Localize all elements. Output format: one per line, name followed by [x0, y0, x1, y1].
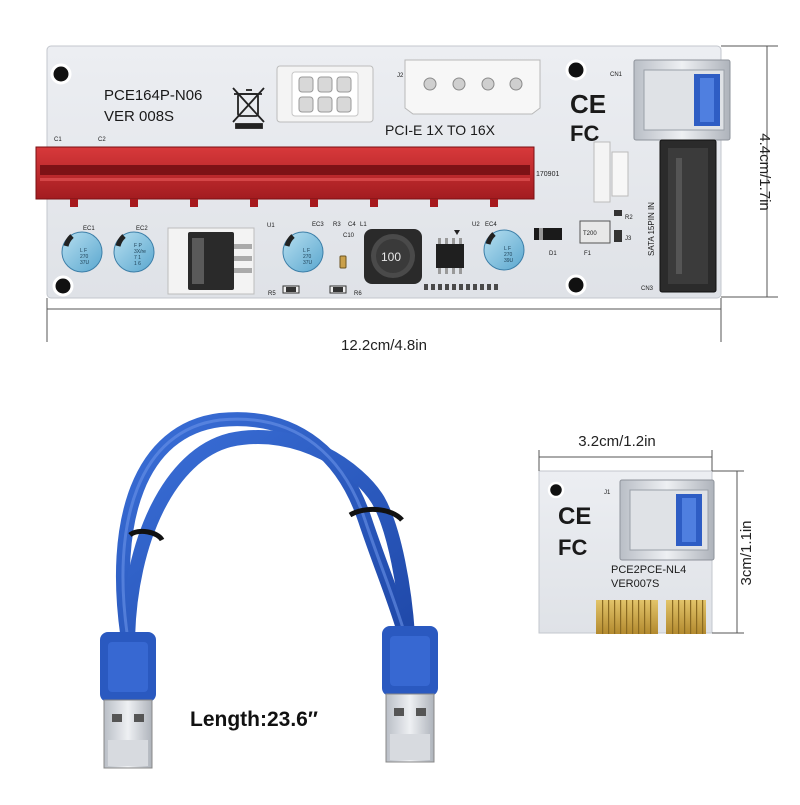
- cable-tie: [128, 528, 165, 542]
- weee-bin-icon: [232, 87, 265, 129]
- pcie-16x-slot: 170901: [35, 146, 559, 207]
- inductor-value: 100: [381, 250, 401, 264]
- ec4-line: 270: [504, 252, 513, 258]
- slot-latch: [593, 141, 629, 203]
- c10-label: C10: [343, 233, 355, 239]
- capacitor-ec4: [483, 229, 525, 271]
- capacitor-ec1: [61, 231, 103, 273]
- c2-label: C2: [98, 137, 106, 143]
- pcie-1x-gold-fingers: [596, 600, 706, 634]
- adapter-width-label: 3.2cm/1.2in: [578, 433, 656, 450]
- controller-ic: [436, 230, 464, 274]
- ec3-line: 37U: [303, 260, 313, 266]
- voltage-regulator: [167, 227, 255, 295]
- u1-label: U1: [267, 223, 275, 229]
- adapter-height-label: 3cm/1.1in: [738, 520, 755, 585]
- r5-label: R5: [268, 291, 276, 297]
- ec4-line: L F: [504, 246, 511, 252]
- mounting-hole: [50, 63, 72, 85]
- usb-plug-left: [100, 632, 156, 769]
- ec4-label: EC4: [485, 222, 497, 228]
- mounting-hole: [547, 481, 565, 499]
- mounting-hole: [565, 274, 587, 296]
- inductor: [364, 229, 422, 284]
- adapter-width-dimension: [538, 450, 713, 471]
- adapter-j1-label: J1: [604, 490, 611, 496]
- riser-height-label: 4.4cm/1.7in: [756, 133, 773, 211]
- ec1-line: 37U: [80, 260, 90, 266]
- adapter-fc-mark: FC: [558, 535, 587, 560]
- adapter-usb3-port: [619, 479, 715, 561]
- sata-power-connector: [659, 139, 717, 293]
- cn1-label: CN1: [610, 72, 623, 78]
- mounting-hole: [565, 59, 587, 81]
- mounting-hole: [52, 275, 74, 297]
- capacitor-ec3: [282, 231, 324, 273]
- ec2-line: F P: [134, 243, 142, 249]
- mounting-holes: [50, 59, 587, 297]
- ec3-line: 270: [303, 254, 312, 260]
- ec4-line: 39U: [504, 258, 514, 264]
- r6-label: R6: [354, 291, 362, 297]
- molex-power-connector: [404, 59, 541, 115]
- riser-width-dimension: [46, 298, 722, 342]
- ec2-label: EC2: [136, 226, 148, 232]
- riser-height-dimension: [721, 45, 778, 298]
- f1-label: F1: [584, 251, 592, 257]
- slot-code-label: 170901: [536, 171, 559, 178]
- adapter-height-dimension: [712, 470, 744, 634]
- r2-label: R2: [625, 215, 633, 221]
- ce-mark: CE: [570, 89, 606, 119]
- cable-length-label: Length:23.6″: [190, 708, 318, 731]
- j3-label: J3: [625, 236, 632, 242]
- ec3-label: EC3: [312, 222, 324, 228]
- ec1-line: 270: [80, 254, 89, 260]
- usb-cable: [116, 412, 415, 647]
- ec2-line: 3X/re: [134, 249, 146, 255]
- cn3-label: CN3: [641, 286, 654, 292]
- riser-board: PCE164P-N06 VER 008S J2: [35, 45, 731, 299]
- ec1-label: EC1: [83, 226, 95, 232]
- d1-label: D1: [549, 251, 557, 257]
- adapter-board: CE FC J1 PCE2PCE-NL4 VER007S: [538, 470, 715, 634]
- riser-version-label: VER 008S: [104, 108, 174, 125]
- ec2-line: 7 1: [134, 255, 141, 261]
- smd-components: [282, 210, 622, 294]
- adapter-ce-mark: CE: [558, 503, 591, 530]
- r3-label: R3: [333, 222, 341, 228]
- c1-label: C1: [54, 137, 62, 143]
- t200-label: T200: [583, 231, 597, 237]
- riser-width-label: 12.2cm/4.8in: [341, 337, 427, 354]
- l1-label: L1: [360, 222, 367, 228]
- sata-label: SATA 15PIN IN: [647, 202, 656, 256]
- riser-model-label: PCE164P-N06: [104, 87, 202, 104]
- slot-label: PCI-E 1X TO 16X: [385, 122, 496, 138]
- usb3-port: [633, 59, 731, 141]
- ec3-line: L F: [303, 248, 310, 254]
- adapter-version-label: VER007S: [611, 578, 659, 590]
- adapter-model-label: PCE2PCE-NL4: [611, 564, 686, 576]
- c4-label: C4: [348, 222, 356, 228]
- ec2-line: 1 6: [134, 261, 141, 267]
- u2-label: U2: [472, 222, 480, 228]
- six-pin-power-connector: [276, 65, 374, 123]
- j2-label: J2: [397, 73, 404, 79]
- ec1-line: L F: [80, 248, 87, 254]
- capacitor-ec2: [113, 231, 155, 273]
- cable-tie: [348, 506, 404, 522]
- usb-plug-right: [382, 626, 438, 763]
